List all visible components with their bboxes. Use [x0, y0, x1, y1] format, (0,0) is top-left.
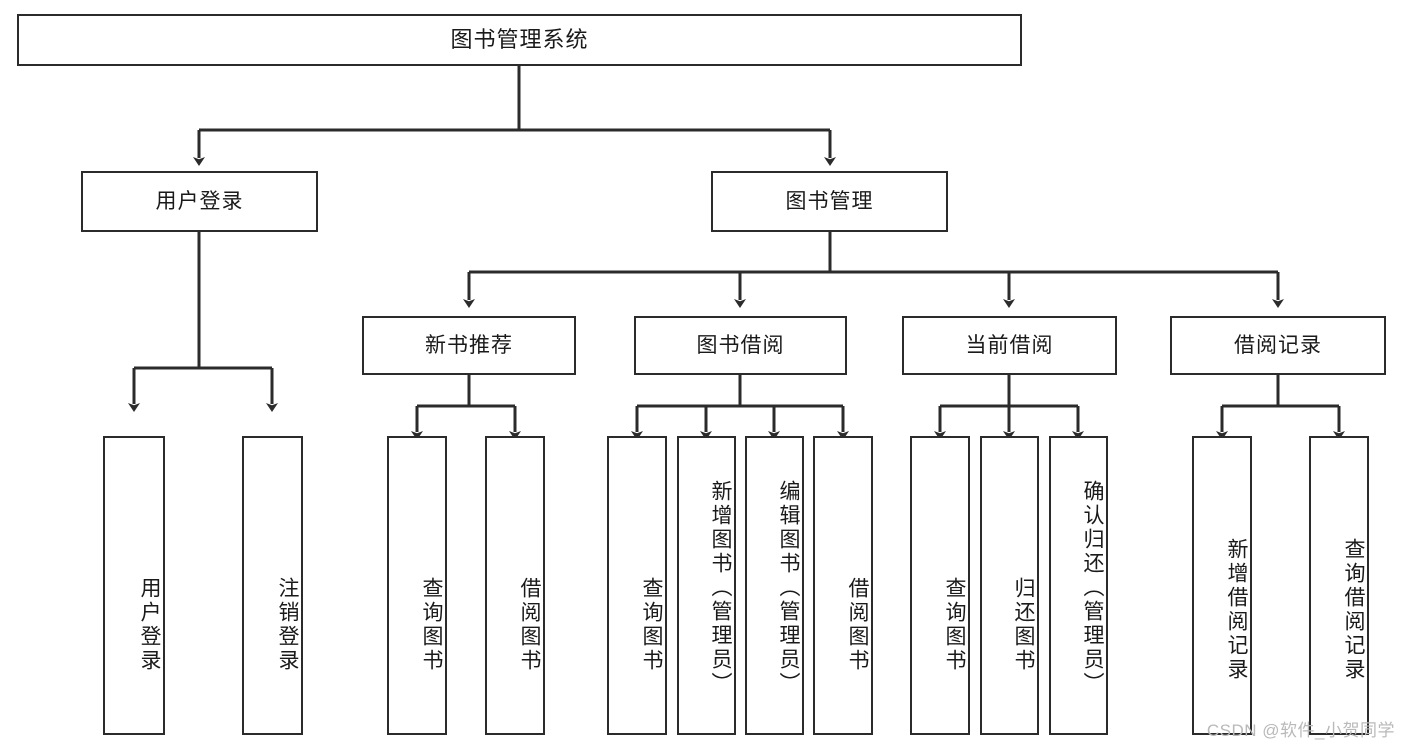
leaf-recommend-query-book[interactable]: 查询图书 — [387, 436, 447, 735]
node-label: 借阅记录 — [1234, 333, 1322, 357]
node-label: 新书推荐 — [425, 333, 513, 357]
edges-currentborrow-to-leaves — [934, 375, 1084, 440]
node-borrow-record[interactable]: 借阅记录 — [1170, 316, 1386, 375]
node-book-management[interactable]: 图书管理 — [711, 171, 948, 232]
node-label: 图书管理 — [785, 189, 874, 213]
leaf-borrow-add-book-admin[interactable]: 新增图书（管理员） — [677, 436, 736, 735]
node-label: 借阅图书 — [518, 576, 541, 673]
node-label: 图书借阅 — [696, 333, 785, 357]
leaf-user-login[interactable]: 用户登录 — [103, 436, 165, 735]
node-label: 新增图书（管理员） — [709, 479, 732, 696]
node-label: 用户登录 — [138, 576, 161, 673]
node-label: 借阅图书 — [846, 576, 869, 673]
node-label: 注销登录 — [276, 576, 299, 673]
node-label: 归还图书 — [1012, 576, 1035, 673]
node-label: 新增借阅记录 — [1225, 537, 1248, 682]
node-label: 用户登录 — [155, 189, 244, 213]
node-label: 图书管理系统 — [450, 26, 589, 52]
leaf-borrow-lend-book[interactable]: 借阅图书 — [813, 436, 873, 735]
leaf-borrow-edit-book-admin[interactable]: 编辑图书（管理员） — [745, 436, 804, 735]
leaf-record-query-borrow-record[interactable]: 查询借阅记录 — [1309, 436, 1369, 735]
edges-bookborrow-to-leaves — [631, 375, 849, 440]
edges-borrowrecord-to-leaves — [1216, 375, 1345, 440]
node-label: 编辑图书（管理员） — [777, 479, 800, 696]
leaf-current-return-book[interactable]: 归还图书 — [980, 436, 1039, 735]
node-current-borrow[interactable]: 当前借阅 — [902, 316, 1117, 375]
edges-recommend-to-leaves — [411, 375, 521, 440]
node-label: 查询借阅记录 — [1342, 537, 1365, 682]
node-label: 查询图书 — [420, 576, 443, 673]
csdn-watermark: CSDN @软件_小贺同学 — [1206, 721, 1395, 740]
node-book-borrow[interactable]: 图书借阅 — [634, 316, 847, 375]
leaf-current-query-book[interactable]: 查询图书 — [910, 436, 970, 735]
node-label: 查询图书 — [640, 576, 663, 673]
leaf-borrow-query-book[interactable]: 查询图书 — [607, 436, 667, 735]
edges-userlogin-to-leaves — [128, 232, 278, 412]
leaf-user-logout[interactable]: 注销登录 — [242, 436, 303, 735]
node-label: 查询图书 — [943, 576, 966, 673]
node-root-book-management-system[interactable]: 图书管理系统 — [17, 14, 1022, 66]
leaf-current-confirm-return-admin[interactable]: 确认归还（管理员） — [1049, 436, 1108, 735]
edges-root-to-level2 — [193, 66, 836, 166]
leaf-recommend-borrow-book[interactable]: 借阅图书 — [485, 436, 545, 735]
node-label: 当前借阅 — [965, 333, 1054, 357]
node-new-book-recommend[interactable]: 新书推荐 — [362, 316, 576, 375]
edges-bookmanage-to-level3 — [463, 232, 1284, 308]
node-user-login[interactable]: 用户登录 — [81, 171, 318, 232]
leaf-record-add-borrow-record[interactable]: 新增借阅记录 — [1192, 436, 1252, 735]
node-label: 确认归还（管理员） — [1081, 479, 1104, 696]
